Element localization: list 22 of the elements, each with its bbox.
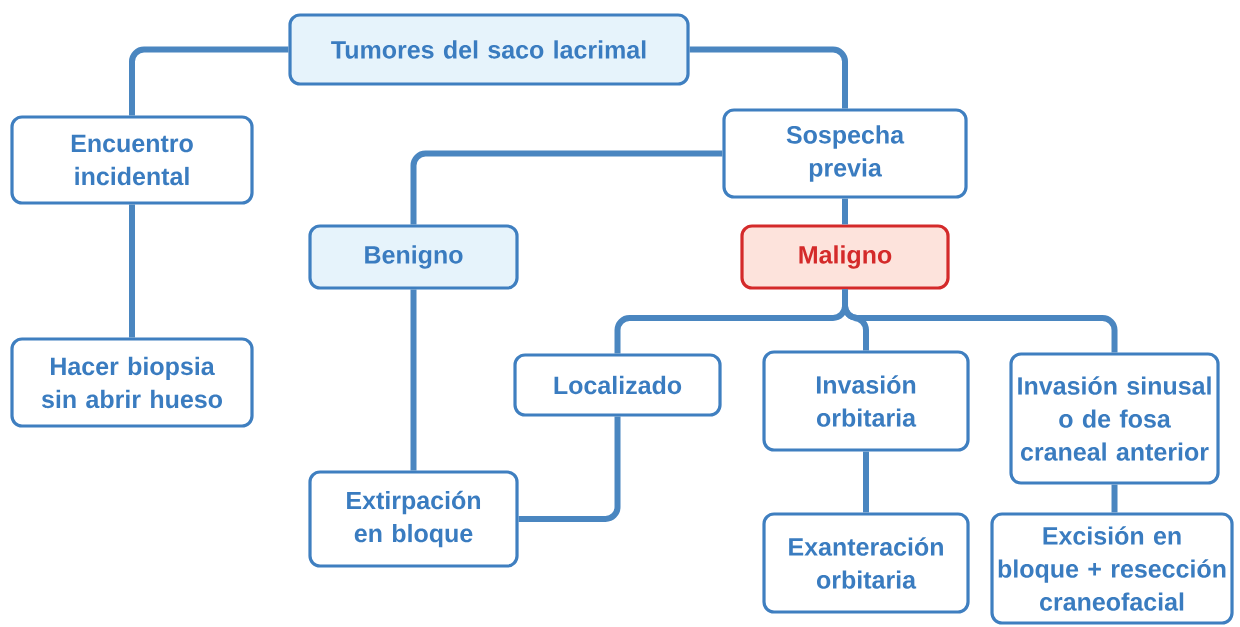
connector-line (1111, 484, 1118, 513)
decision-box: Maligno (740, 224, 950, 290)
decision-box: Invasión orbitaria (762, 350, 970, 452)
decision-box: Exanteración orbitaria (762, 512, 970, 614)
connector-line (842, 289, 1118, 353)
title-box: Tumores del saco lacrimal (288, 13, 690, 86)
connector-line (129, 46, 289, 116)
decision-box: Sospecha previa (722, 108, 968, 199)
decision-box: Excisión en bloque + resección craneofacial (990, 512, 1234, 625)
connector-line (842, 198, 848, 225)
decision-box: Extirpación en bloque (308, 470, 519, 568)
decision-box: Benigno (308, 224, 519, 290)
decision-box: Localizado (513, 353, 722, 417)
connector-line (689, 46, 848, 109)
connector-line (129, 204, 135, 338)
decision-box: Hacer biopsia sin abrir hueso (10, 337, 254, 428)
connector-line (410, 150, 723, 225)
decision-box: Encuentro incidental (10, 115, 254, 205)
connector-line (518, 416, 621, 522)
connector-line (863, 451, 869, 513)
decision-box: Invasión sinusal o de fosa craneal anterior (1009, 352, 1220, 485)
connector-line (410, 289, 417, 471)
